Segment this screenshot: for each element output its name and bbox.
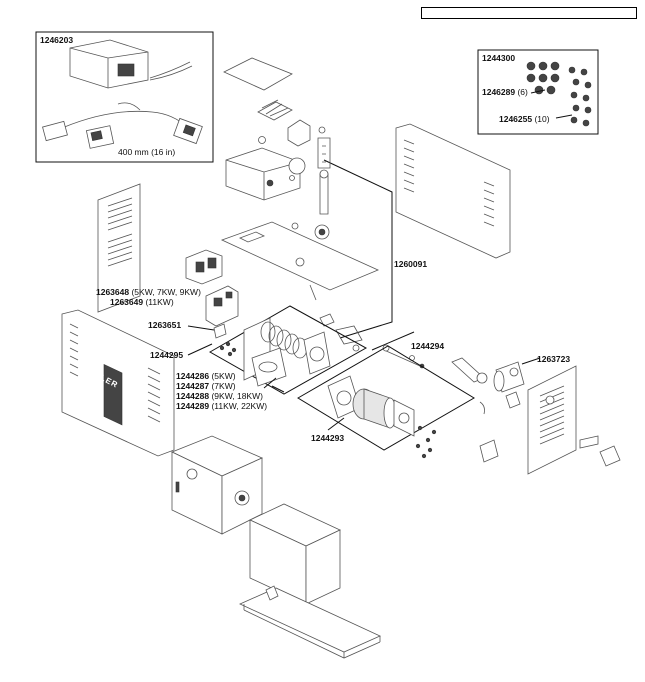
valve-assembly	[479, 357, 541, 463]
sensor-kit	[352, 331, 488, 384]
label-coil-2: 1244287 (7KW)	[176, 381, 236, 391]
hardware-kit-box	[477, 49, 599, 135]
electrical-box	[171, 435, 263, 535]
label-board: 1263651	[148, 320, 182, 330]
top-cover-parts	[220, 57, 380, 327]
label-coil-4: 1244289 (11KW, 22KW)	[176, 401, 268, 411]
label-hw-kit: 1244300	[482, 53, 516, 63]
label-fitting: 1244295	[150, 350, 184, 360]
relay-and-board	[185, 249, 239, 356]
front-panel	[61, 309, 175, 457]
label-coil-1: 1244286 (5KW)	[176, 371, 236, 381]
inset-box-connector	[35, 31, 214, 163]
label-harness: 1260091	[394, 259, 428, 269]
label-inset-length: 400 mm (16 in)	[118, 147, 176, 157]
label-hw-nut: 1246289 (6)	[482, 87, 528, 97]
right-side-panel	[527, 365, 621, 475]
label-sensor-kit: 1244294	[411, 341, 445, 351]
label-relay-b: 1263649 (11KW)	[110, 297, 174, 307]
label-relay-a: 1263648 (5KW, 7KW, 9KW)	[96, 287, 201, 297]
label-coil-3: 1244288 (9KW, 18KW)	[176, 391, 263, 401]
left-side-panel	[97, 183, 141, 313]
label-inset-part: 1246203	[40, 35, 74, 45]
right-back-panel	[395, 123, 511, 259]
harness-line	[323, 159, 393, 339]
heater-coil-assembly	[208, 305, 368, 395]
label-motor-kit: 1244293	[311, 433, 345, 443]
base-enclosure	[239, 503, 381, 659]
label-valve: 1263723	[537, 354, 571, 364]
title-box	[421, 7, 637, 19]
motor-assembly	[297, 345, 475, 459]
label-hw-screw: 1246255 (10)	[499, 114, 550, 124]
